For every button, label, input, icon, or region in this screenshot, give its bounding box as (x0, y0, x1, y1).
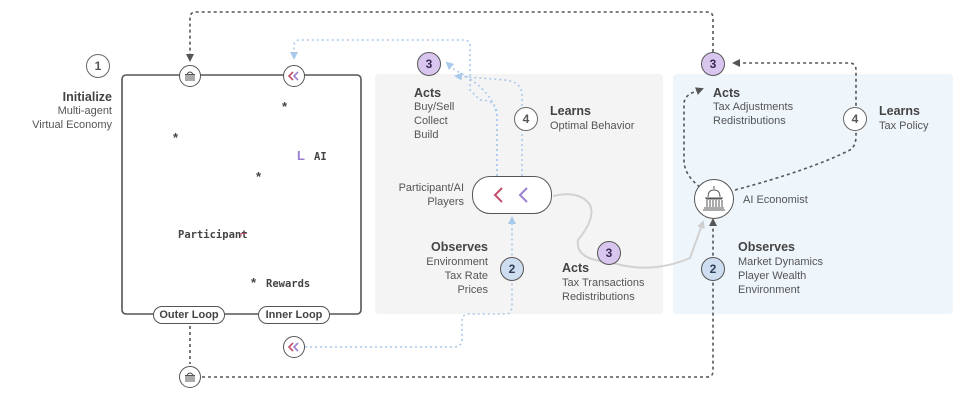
players-acts-item-1: Buy/Sell (414, 101, 455, 113)
middle-acts-item-2: Redistributions (562, 291, 635, 303)
players-step-4-badge: 4 (514, 107, 538, 131)
economist-acts-item-1: Tax Adjustments (713, 101, 794, 113)
economist-step-2-badge: 2 (701, 257, 725, 281)
init-line-2: Virtual Economy (32, 119, 112, 131)
middle-acts-item-1: Tax Transactions (562, 277, 645, 289)
ai-agent-icon: L (297, 148, 305, 163)
economist-acts-item-2: Redistributions (713, 115, 786, 127)
players-chevron-icon-top (283, 65, 305, 87)
economist-acts-title: Acts (713, 86, 741, 100)
economist-observes-item-1: Market Dynamics (738, 256, 823, 268)
players-step-2-badge: 2 (500, 257, 524, 281)
players-observes-item-3: Prices (457, 284, 488, 296)
players-acts-item-2: Collect (414, 115, 448, 127)
players-observes-arrow (305, 216, 516, 348)
economist-node (694, 179, 734, 219)
reward-star-4: * (251, 275, 257, 290)
reward-star-2: * (173, 130, 179, 145)
players-learns-item: Optimal Behavior (550, 120, 635, 132)
participant-label: Participant (178, 229, 248, 241)
players-name-line-1: Participant/AI (398, 182, 464, 194)
init-title: Initialize (62, 90, 112, 104)
environment-box (121, 74, 362, 315)
economist-learns-arrow (732, 59, 857, 191)
economist-building-icon-top (179, 65, 201, 87)
players-observes-item-2: Tax Rate (444, 270, 488, 282)
ai-label: AI (314, 151, 327, 163)
players-learns-arrow (454, 72, 523, 176)
economist-learns-item: Tax Policy (879, 120, 929, 132)
economist-step-4-badge: 4 (843, 107, 867, 131)
players-acts-title: Acts (414, 86, 442, 100)
players-name-line-2: Players (427, 196, 464, 208)
outer-loop-label: Outer Loop (153, 306, 225, 324)
rewards-label: Rewards (266, 278, 311, 290)
economist-learns-title: Learns (879, 104, 920, 118)
middle-acts-title: Acts (562, 261, 590, 275)
participant-agent-icon: ⌐ (240, 226, 248, 241)
players-acts-item-3: Build (414, 129, 439, 141)
inner-loop-label: Inner Loop (258, 306, 330, 324)
economist-observes-title: Observes (738, 240, 795, 254)
players-observes-title: Observes (431, 240, 488, 254)
tax-transactions-flow (552, 193, 705, 269)
init-line-1: Multi-agent (57, 105, 112, 117)
middle-step-3-badge: 3 (597, 241, 621, 265)
players-observes-item-1: Environment (426, 256, 488, 268)
economist-observes-item-2: Player Wealth (738, 270, 807, 282)
economist-building-icon-bottom (179, 366, 201, 388)
players-chevron-icon (493, 187, 528, 203)
players-step-3-badge: 3 (417, 52, 441, 76)
capitol-building-icon (703, 186, 725, 211)
step-1-badge: 1 (86, 54, 110, 78)
players-acts-arrow (445, 61, 498, 176)
players-learns-title: Learns (550, 104, 591, 118)
outer-loop-top-arrow (186, 11, 714, 62)
economist-acts-arrow (683, 87, 704, 188)
outer-loop-bottom-arrow (202, 218, 717, 378)
players-node (472, 176, 552, 214)
economist-name: AI Economist (743, 194, 808, 206)
economist-observes-item-3: Environment (738, 284, 800, 296)
reward-star-3: * (256, 169, 262, 184)
economist-step-3-badge: 3 (701, 52, 725, 76)
players-chevron-icon-bottom (283, 336, 305, 358)
reward-star-1: * (282, 99, 288, 114)
